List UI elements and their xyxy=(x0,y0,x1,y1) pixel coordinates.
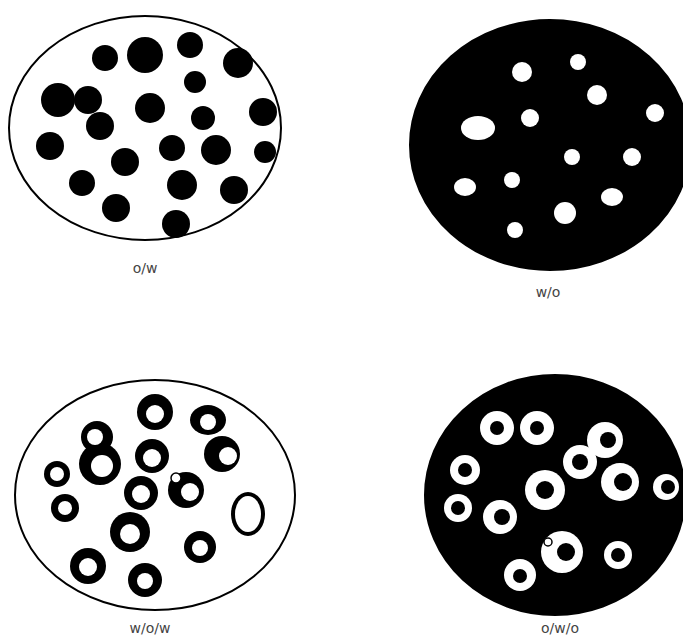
emulsion-type-label: w/o/w xyxy=(130,620,171,637)
oil-in-water-drop xyxy=(9,16,281,240)
double-emulsion-wow xyxy=(15,380,295,610)
emulsion-type-label: w/o xyxy=(536,284,561,301)
emulsion-type-label: o/w xyxy=(133,260,158,277)
emulsion-type-label: o/w/o xyxy=(541,620,579,637)
water-in-oil-drop xyxy=(410,20,683,270)
double-emulsion-owo xyxy=(425,375,683,615)
